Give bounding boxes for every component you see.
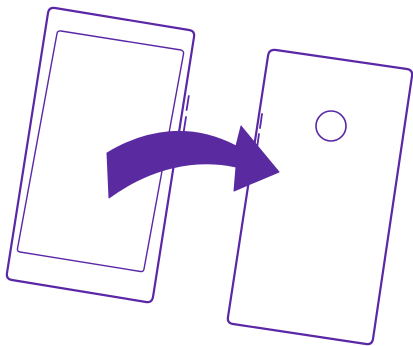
flip-arrow-shape [107,126,279,198]
phone-back-camera [316,111,346,141]
phone-back-body [228,50,412,344]
flip-arrow-icon [107,126,279,198]
phone-back-icon [228,50,412,344]
